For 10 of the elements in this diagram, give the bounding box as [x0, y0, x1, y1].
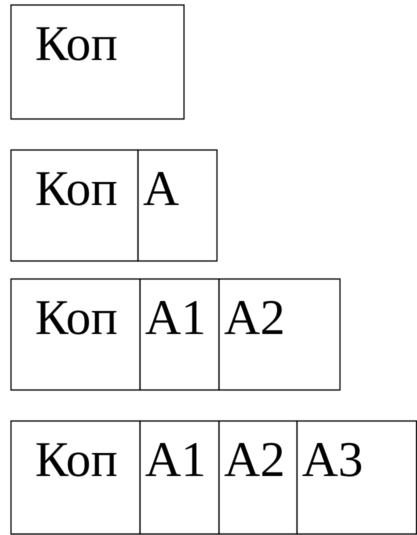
table-cell: А1 [139, 278, 220, 391]
table-cell: А2 [218, 278, 341, 391]
table-cell: Коп [10, 420, 141, 535]
table-cell: Коп [10, 149, 139, 262]
table-cell: А3 [296, 420, 417, 535]
table-cell: А [137, 149, 218, 262]
table-cell: Коп [10, 4, 185, 120]
table-cell: А1 [139, 420, 220, 535]
table-cell: А2 [218, 420, 298, 535]
table-cell: Коп [10, 278, 141, 391]
